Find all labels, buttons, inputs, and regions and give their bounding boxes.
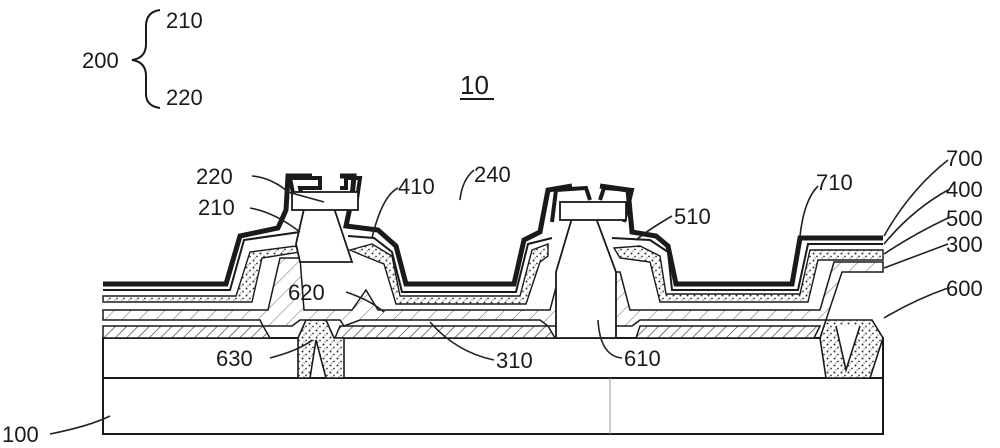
label-500: 500 [946, 206, 983, 231]
right-cap-block [560, 202, 626, 220]
label-630: 630 [216, 346, 253, 371]
label-400: 400 [946, 177, 983, 202]
label-510: 510 [674, 204, 711, 229]
leader-600 [884, 288, 948, 318]
label-610: 610 [624, 346, 661, 371]
label-group-210: 210 [166, 8, 203, 33]
layer-500-right [614, 246, 883, 302]
label-group-220: 220 [166, 85, 203, 110]
label-210: 210 [198, 195, 235, 220]
leader-700 [884, 160, 948, 236]
layer-500 [103, 246, 300, 302]
leader-500 [884, 218, 948, 254]
leader-400 [884, 190, 948, 244]
layer-700 [103, 176, 883, 284]
substrate-layer [103, 378, 883, 434]
label-220: 220 [196, 164, 233, 189]
label-620: 620 [288, 280, 325, 305]
label-300: 300 [946, 232, 983, 257]
label-600: 600 [946, 276, 983, 301]
label-200: 200 [82, 48, 119, 73]
left-cap-block [292, 192, 358, 210]
leader-240 [460, 170, 474, 200]
leader-100 [50, 416, 110, 434]
brace-icon [132, 10, 160, 108]
label-410: 410 [398, 174, 435, 199]
label-710: 710 [816, 170, 853, 195]
label-100: 100 [2, 422, 39, 447]
hatched-strip-left [103, 326, 270, 338]
figure-title: 10 [460, 70, 489, 100]
hatched-strip-right [636, 326, 820, 338]
label-700: 700 [946, 146, 983, 171]
pillar-610 [556, 218, 616, 338]
label-240: 240 [474, 162, 511, 187]
label-310: 310 [496, 348, 533, 373]
